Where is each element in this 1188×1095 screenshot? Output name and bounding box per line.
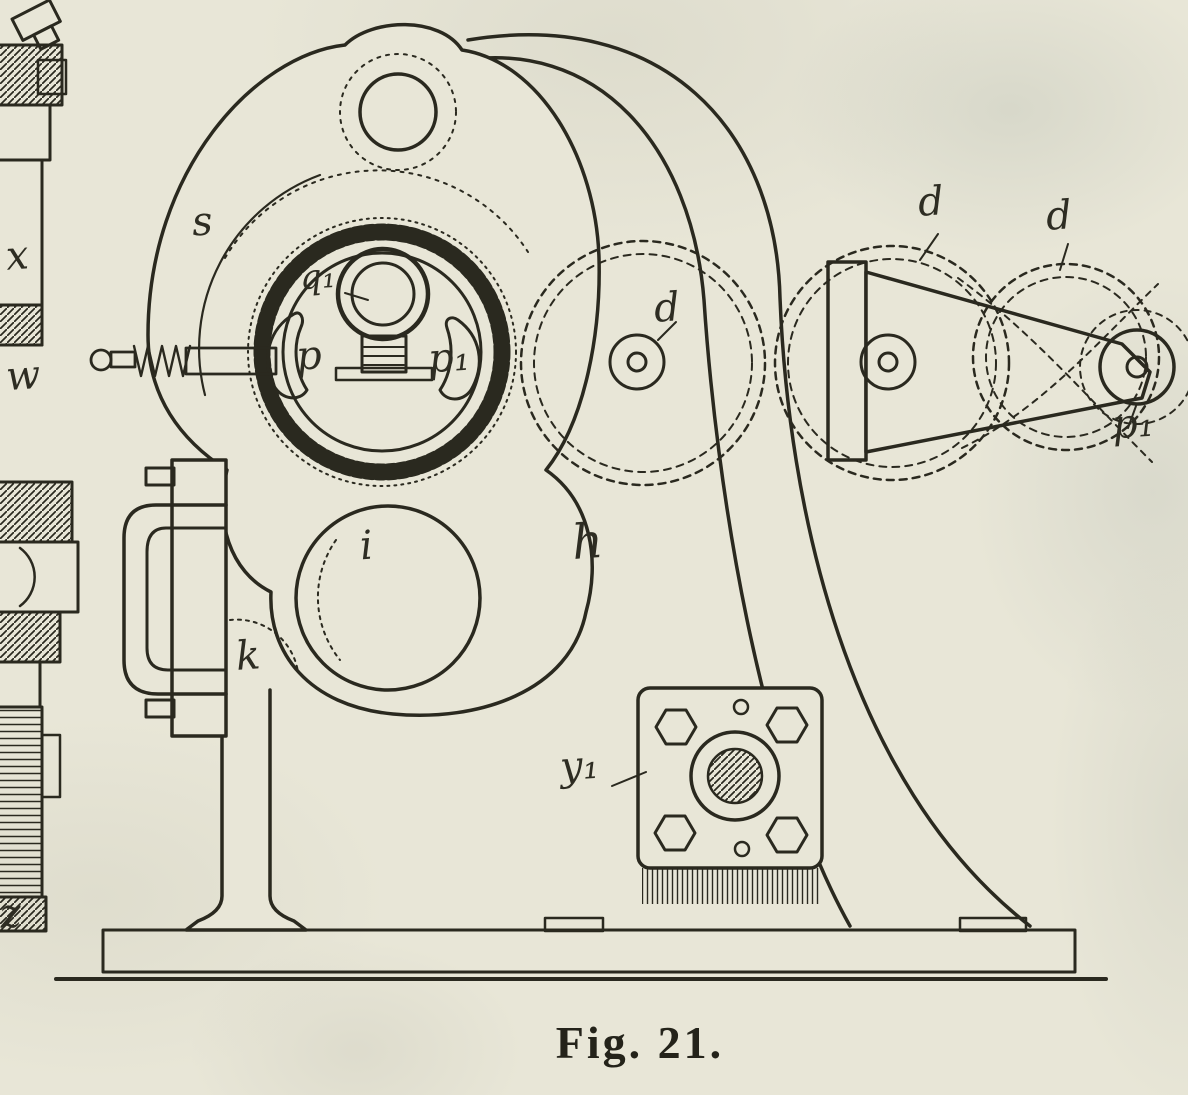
ghost-pulley-left-outer [519, 239, 767, 487]
label-x: x [4, 232, 31, 280]
stem-seat [334, 366, 434, 382]
label-p1-pulley: p₁ [1110, 399, 1156, 449]
ghost-pulley-mid-inner [787, 258, 997, 468]
clamp-inner [145, 526, 228, 672]
pulley-p1-rim [1098, 328, 1176, 406]
phantom-pulleys [519, 239, 1188, 487]
label-d3: d [1044, 192, 1074, 240]
gear-bore [281, 251, 483, 453]
label-d2: d [916, 178, 946, 226]
label-d1: d [652, 284, 682, 332]
gear-teeth [253, 223, 511, 481]
figure-caption: Fig. 21. [555, 1017, 725, 1068]
adjacent-figure-fragment-bottom [0, 480, 80, 933]
leader-y1 [611, 771, 647, 787]
bracket-pulleys [859, 328, 1176, 406]
label-k: k [234, 632, 262, 680]
label-q1: q₁ [298, 255, 337, 299]
boss-i-phantom [316, 539, 341, 661]
pedestal-column [184, 688, 308, 932]
clamp-bracket [122, 458, 299, 738]
pulley-p1-hub [1125, 355, 1149, 379]
hex-bolt [765, 816, 809, 854]
housing-eye-phantom [339, 53, 457, 171]
ghost-rope-1 [957, 277, 1153, 463]
ghost-pulley-mid-outer [773, 244, 1011, 482]
flange-shadow-hatch [642, 868, 820, 904]
leader-q1 [344, 292, 369, 301]
arm-outer-edge [466, 33, 1032, 928]
gear-housing [146, 22, 601, 717]
leader-p1 [1127, 405, 1137, 429]
spring-tensioner [89, 344, 278, 378]
label-h: h [570, 512, 605, 572]
adjacent-figure-fragment-top [0, 0, 68, 347]
slot-p1 [438, 316, 481, 401]
label-z: z [0, 890, 23, 938]
spring-coil [132, 344, 192, 378]
housing-hidden-edge [224, 169, 529, 259]
boss-i-circle [294, 504, 482, 692]
ghost-pulley-right-inner [985, 276, 1147, 438]
label-w: w [4, 351, 42, 401]
slot-p [266, 311, 309, 400]
clamp-outer [122, 503, 228, 696]
ghost-ring-p1 [1079, 309, 1188, 425]
label-i: i [358, 522, 375, 570]
ring-bolt [334, 246, 434, 382]
hex-bolt [654, 708, 698, 746]
base-plate [54, 916, 1108, 981]
curved-slots [266, 311, 481, 401]
leader-d3 [1059, 243, 1069, 271]
flange-bore [689, 730, 781, 822]
hex-bolt [765, 706, 809, 744]
housing-outline [146, 22, 601, 717]
housing-inner-rim [198, 173, 322, 397]
label-y1: y₁ [558, 741, 601, 791]
leader-d1 [657, 321, 677, 341]
label-s: s [190, 198, 215, 246]
label-p1-slot: p₁ [426, 333, 472, 383]
leader-d2 [919, 233, 939, 261]
label-p: p [294, 332, 324, 380]
threaded-stem [360, 334, 408, 374]
ghost-pulley-left-inner [533, 253, 753, 473]
gear-wheel [247, 217, 517, 487]
label-leaders [344, 233, 1137, 787]
hex-bolt [653, 814, 697, 852]
pitch-circle [247, 217, 517, 487]
clamp-phantom [229, 618, 299, 673]
flange-plate [636, 686, 824, 904]
flange-shaft-section [706, 747, 764, 805]
housing-eye-hole [358, 72, 438, 152]
ghost-pulley-right-outer [971, 262, 1161, 452]
